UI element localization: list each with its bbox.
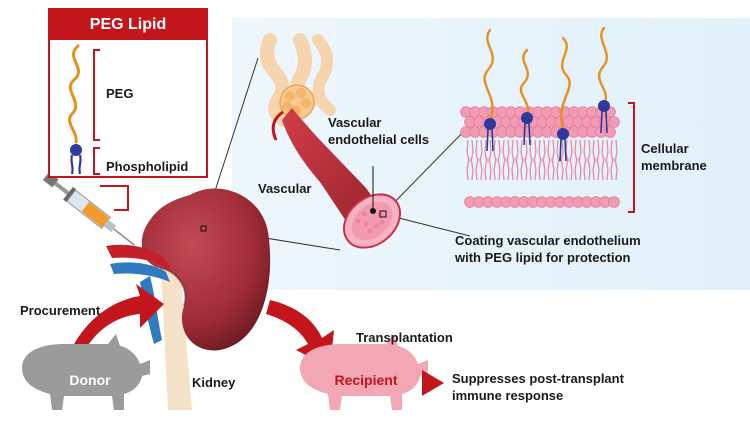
suppresses-immune-response-label: Suppresses post-transplant immune respon… [452,371,624,403]
cellular-membrane-label: Cellular membrane [641,141,707,173]
result-arrow [422,370,444,396]
syringe-illustration [42,172,135,246]
nephron-illustration [259,33,336,141]
peg-lipid-molecule [68,44,100,175]
recipient-label: Recipient [334,372,398,388]
phospholipid-label: Phospholipid [106,159,189,174]
vascular-label: Vascular [258,181,312,196]
membrane-bracket [628,102,635,213]
peg-lipid-box: PEG Lipid PEG Phospholipid [48,8,208,178]
donor-label: Donor [69,372,111,388]
cell-membrane-bilayer [460,26,620,208]
procurement-arrow [70,284,164,352]
vascular-endothelial-cells-label: Vascular endothelial cells [328,115,430,147]
kidney-label: Kidney [192,375,236,390]
recipient-pig-icon [300,334,428,410]
procurement-label: Procurement [20,303,101,318]
peg-label: PEG [106,86,134,101]
coating-description-label: Coating vascular endothelium with PEG li… [455,233,641,265]
kidney-illustration [106,188,271,410]
blood-vessel-illustration [282,108,401,249]
donor-pig-icon [22,334,150,410]
peg-lipid-title: PEG Lipid [50,10,206,40]
transplantation-label: Transplantation [356,330,453,345]
